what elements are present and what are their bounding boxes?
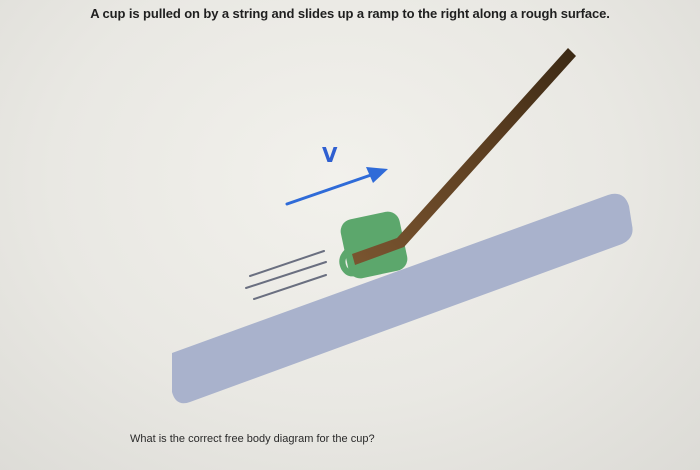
velocity-label: V xyxy=(322,143,338,167)
ramp xyxy=(172,193,633,404)
velocity-arrow xyxy=(285,167,388,206)
question-prompt: What is the correct free body diagram fo… xyxy=(130,433,375,445)
question-title: A cup is pulled on by a string and slide… xyxy=(90,6,610,21)
string xyxy=(352,48,576,265)
motion-lines xyxy=(245,250,327,300)
